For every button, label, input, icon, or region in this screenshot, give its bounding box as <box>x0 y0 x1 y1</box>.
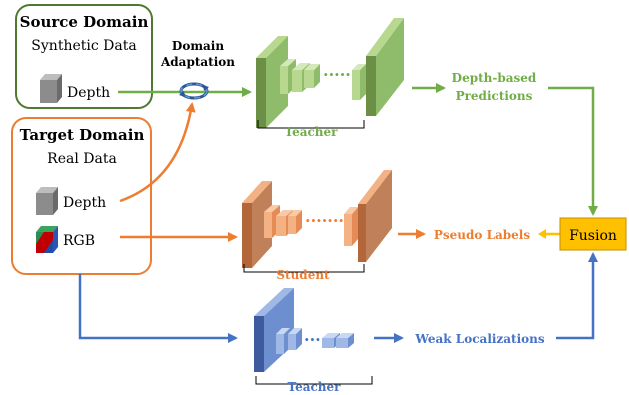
student-network: ······· <box>242 170 392 268</box>
rgb-cube-icon <box>36 226 58 253</box>
teacher-rgb-network: ··· <box>254 288 354 372</box>
teacher-rgb-bracket <box>255 376 373 385</box>
teacher-depth-network: ······· <box>256 18 404 128</box>
source-depth-label: Depth <box>67 85 110 101</box>
target-depth-label: Depth <box>63 195 106 211</box>
target-rgb-label: RGB <box>63 233 95 249</box>
target-domain-title: Target Domain <box>20 126 145 144</box>
domain-adaptation-line2: Adaptation <box>160 55 235 69</box>
target-domain-box: Target Domain Real Data Depth RGB <box>11 117 152 275</box>
depth-predictions-line1: Depth-based <box>452 71 537 85</box>
refresh-cycle-icon <box>179 82 209 100</box>
teacher-depth-label: Teacher <box>285 125 339 139</box>
domain-adaptation-line1: Domain <box>172 39 224 53</box>
rgb-to-teacher-arrow <box>78 274 238 343</box>
source-domain-title: Source Domain <box>20 13 149 31</box>
fusion-arrowhead <box>538 229 546 239</box>
weak-localizations-label: Weak Localizations <box>414 332 544 346</box>
teacher-rgb-label: Teacher <box>288 380 342 394</box>
depth-cube-icon <box>36 187 58 215</box>
localizations-to-fusion-arrow <box>556 252 598 340</box>
svg-text:···: ··· <box>304 330 321 349</box>
depth-cube-icon <box>40 74 62 103</box>
target-depth-to-adaptation-arrow <box>119 102 196 203</box>
depth-predictions-line2: Predictions <box>456 89 533 103</box>
fusion-label: Fusion <box>569 228 617 244</box>
target-domain-subtitle: Real Data <box>47 151 117 167</box>
teacher-depth-bracket <box>257 120 365 129</box>
source-domain-subtitle: Synthetic Data <box>31 38 136 54</box>
svg-text:·······: ······· <box>305 211 344 230</box>
pseudo-labels-label: Pseudo Labels <box>434 228 531 242</box>
student-label: Student <box>276 268 330 282</box>
fusion-box <box>559 217 627 251</box>
predictions-to-fusion-arrow <box>548 86 598 216</box>
student-bracket <box>243 264 365 273</box>
source-domain-box: Source Domain Synthetic Data Depth <box>15 4 153 109</box>
